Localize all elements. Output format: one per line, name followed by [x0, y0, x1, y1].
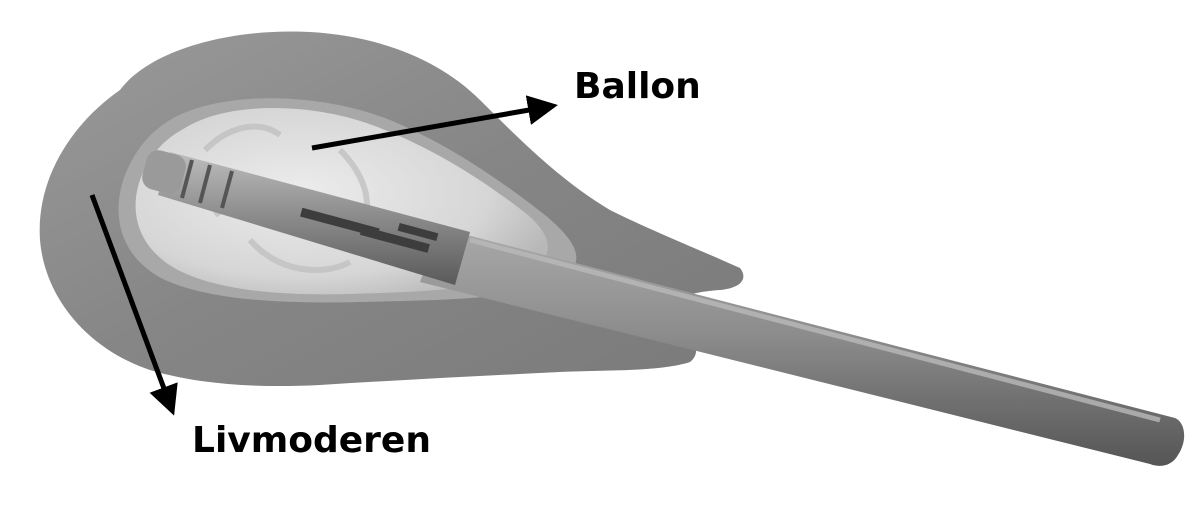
balloon-label: Ballon [574, 66, 701, 107]
uterus-label: Livmoderen [192, 420, 431, 461]
